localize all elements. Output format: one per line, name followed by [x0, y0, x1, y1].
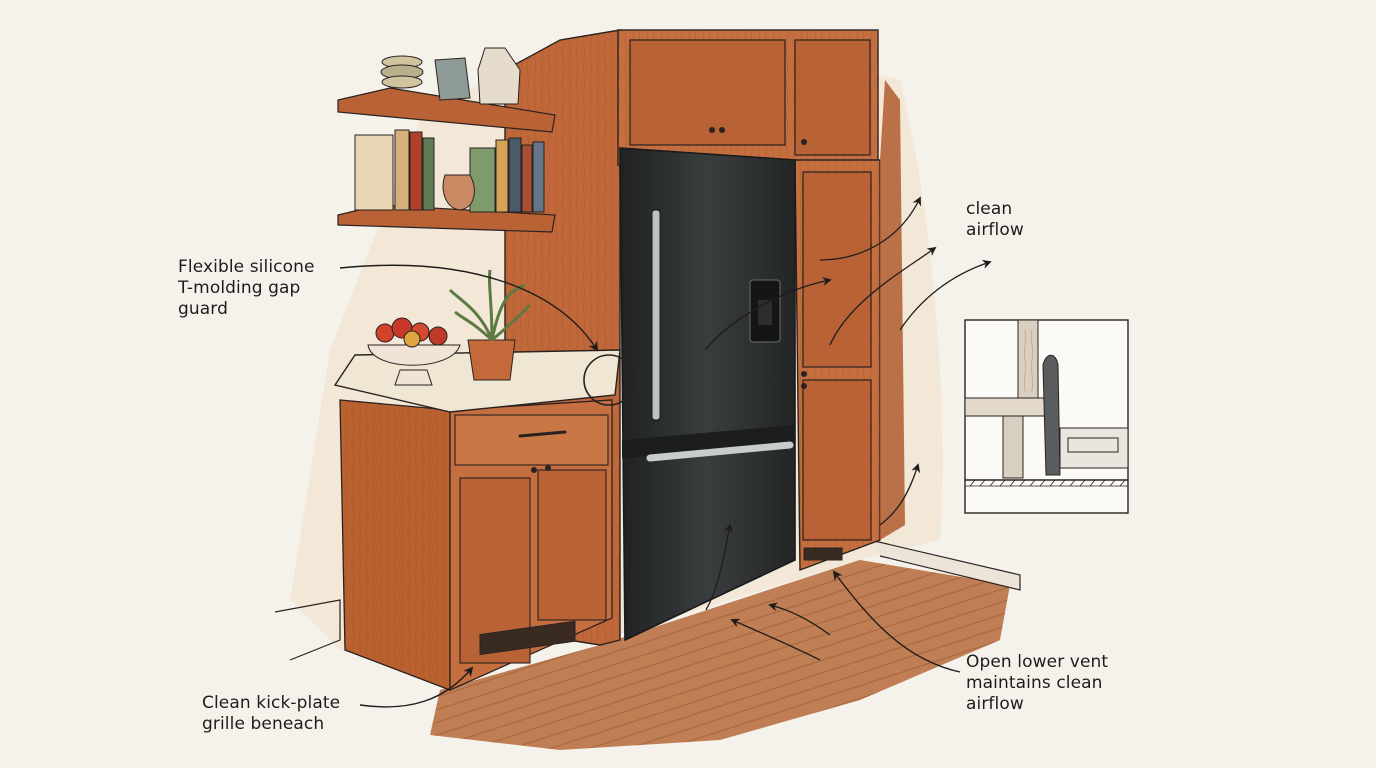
kick-plate-grille — [479, 620, 576, 656]
wood-floor — [430, 560, 1010, 750]
gap-guard-highlight — [583, 354, 635, 406]
books-icon — [354, 129, 545, 213]
callout-gap-guard: Flexible silicone T-molding gap guard — [178, 257, 315, 319]
fridge-upper-handle — [651, 209, 661, 421]
detail-inset-icon — [964, 319, 1129, 514]
baseboard-left — [274, 599, 341, 661]
potted-herb-icon — [448, 269, 532, 381]
leader-lower-vent — [832, 570, 961, 673]
fruit-bowl-icon — [367, 317, 461, 386]
callout-kick-plate: Clean kick-plate grille beneach — [202, 693, 341, 734]
fridge-lower-handle — [646, 441, 794, 462]
refrigerator — [619, 147, 796, 642]
pantry-lower-vent — [803, 547, 843, 561]
airflow-arrow-icon — [704, 196, 992, 661]
upper-cabinets — [617, 29, 879, 166]
pantry-cabinet — [794, 80, 905, 572]
open-shelves — [337, 47, 556, 233]
drawer-handle — [518, 430, 567, 438]
pitcher-icon — [434, 57, 471, 101]
jug-icon — [477, 47, 521, 105]
base-cabinet — [333, 349, 621, 692]
leader-gap-guard — [339, 264, 599, 352]
callout-clean-airflow: clean airflow — [966, 199, 1024, 240]
baseboard-right — [869, 539, 1021, 591]
vase-icon — [442, 174, 475, 211]
callout-lower-vent: Open lower vent maintains clean airflow — [966, 652, 1109, 714]
leader-kick-plate — [359, 666, 474, 708]
bowls-icon — [380, 55, 424, 89]
